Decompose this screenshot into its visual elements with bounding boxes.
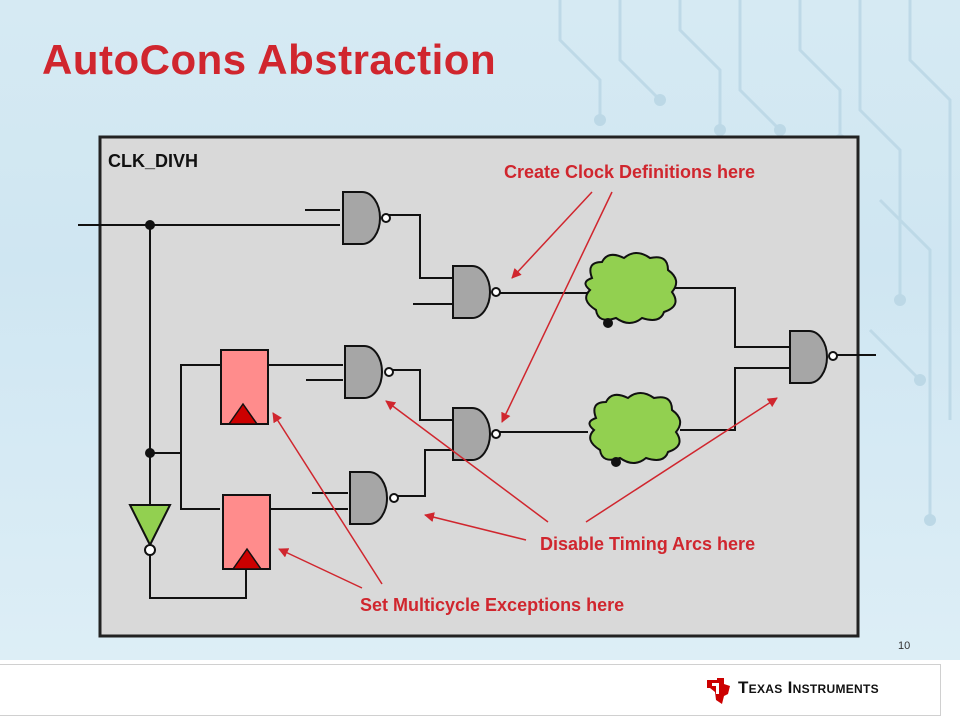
page-number: 10 (898, 640, 911, 652)
disable-annotation: Disable Timing Arcs here (540, 534, 755, 554)
circuit-texture (558, 0, 952, 526)
disable-arrow-3 (585, 397, 778, 523)
module-box (98, 135, 860, 638)
disable-arrow-2 (424, 512, 527, 541)
footer-frame (0, 664, 941, 716)
ti-logo-icon (707, 678, 730, 704)
nand-gate-5 (349, 471, 399, 525)
slide-title: AutoCons Abstraction (42, 36, 497, 83)
inverter-buffer (128, 504, 172, 556)
circuit-diagram: CLK_DIVH (78, 135, 876, 638)
nand-gate-output (789, 330, 838, 384)
module-name-label: CLK_DIVH (108, 151, 198, 171)
company-name: Texas Instruments (738, 678, 879, 697)
nand-gate-3 (344, 345, 394, 399)
wires (78, 209, 876, 599)
logic-cloud-lower (588, 392, 682, 467)
junction-dot (145, 220, 155, 230)
footer (0, 660, 960, 720)
clock-arrow-2 (501, 191, 613, 423)
disable-arrow-1 (385, 400, 549, 523)
junction-dot (145, 448, 155, 458)
multicycle-annotation: Set Multicycle Exceptions here (360, 595, 624, 615)
logic-cloud-upper (584, 252, 678, 328)
annotation-arrows (272, 191, 778, 589)
clock-annotation: Create Clock Definitions here (504, 162, 755, 182)
nand-gate-1 (342, 191, 391, 245)
clock-arrow-1 (511, 191, 593, 279)
flip-flop-lower (222, 494, 271, 570)
flip-flop-upper (220, 349, 269, 425)
nand-gate-4 (452, 407, 501, 461)
multicycle-arrow-2 (278, 548, 363, 589)
nand-gate-2 (452, 265, 501, 319)
multicycle-arrow-1 (272, 412, 383, 585)
